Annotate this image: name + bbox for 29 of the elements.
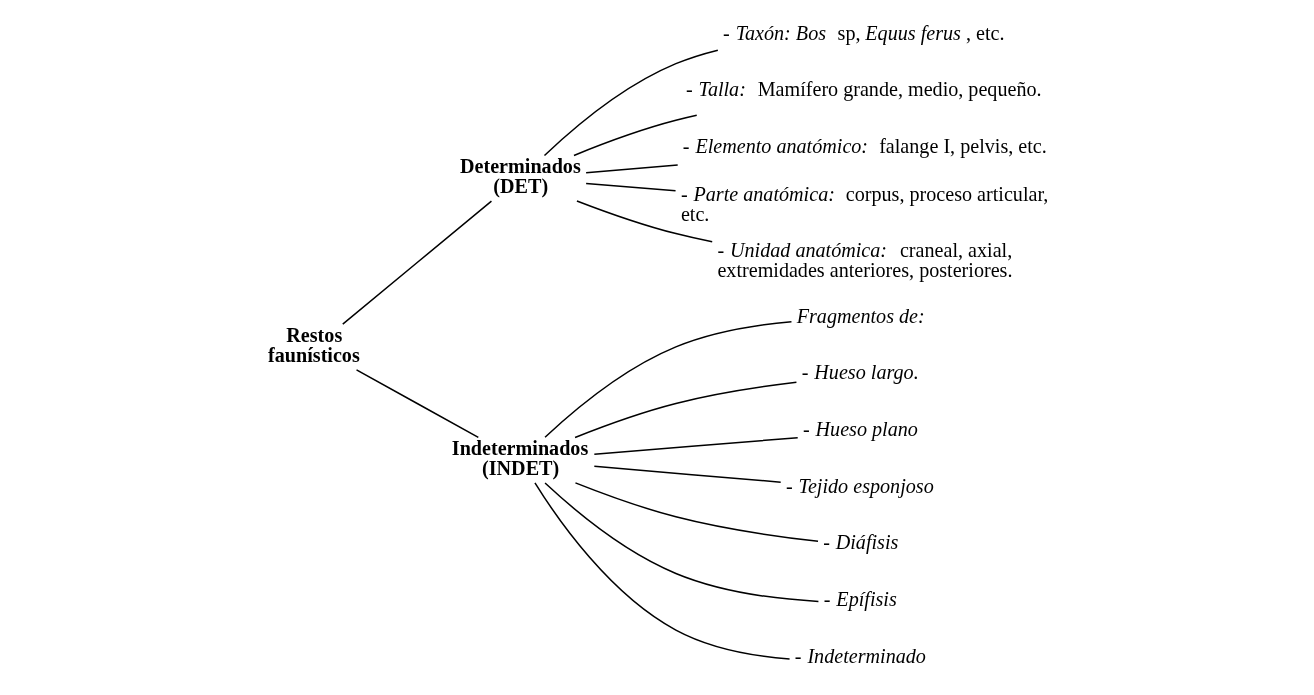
- node-text: - Indeterminado: [794, 644, 926, 667]
- node-text: - Talla: Mamífero grande, medio, pequeño.: [685, 78, 1042, 101]
- node-text: - Parte anatómica: corpus, proceso articular, etc.: [680, 182, 1049, 225]
- connector: [576, 200, 713, 243]
- connector: [585, 164, 679, 174]
- node-text: - Unidad anatómica: craneal, axial, extremidades anteriores, posteriores.: [717, 239, 1013, 282]
- connector: [585, 182, 677, 192]
- connector: [593, 436, 799, 455]
- connector: [342, 200, 493, 325]
- connector: [355, 369, 480, 439]
- node-text: Determinados (DET): [460, 154, 581, 198]
- node-text: Indeterminados (INDET): [451, 436, 589, 479]
- node-text: - Taxón: Bos sp, Equus ferus, etc.: [723, 21, 1005, 44]
- node-text: Fragmentos de:: [796, 304, 925, 327]
- connector: [573, 114, 698, 157]
- connector: [544, 482, 820, 603]
- node-text: - Elemento anatómico: falange I, pelvis, etc.: [682, 134, 1047, 157]
- node-text: - Hueso largo.: [801, 361, 919, 384]
- node-text: Restos faunísticos: [268, 323, 360, 366]
- connector: [593, 465, 782, 483]
- node-text: - Tejido esponjoso: [786, 474, 934, 497]
- connector: [543, 49, 719, 157]
- connector: [574, 381, 798, 439]
- connector: [544, 320, 793, 438]
- connector: [574, 482, 819, 543]
- node-text: - Diáfisis: [823, 531, 899, 554]
- node-text: - Hueso plano: [803, 417, 918, 440]
- node-text: - Epífisis: [823, 587, 897, 610]
- connector: [534, 482, 791, 660]
